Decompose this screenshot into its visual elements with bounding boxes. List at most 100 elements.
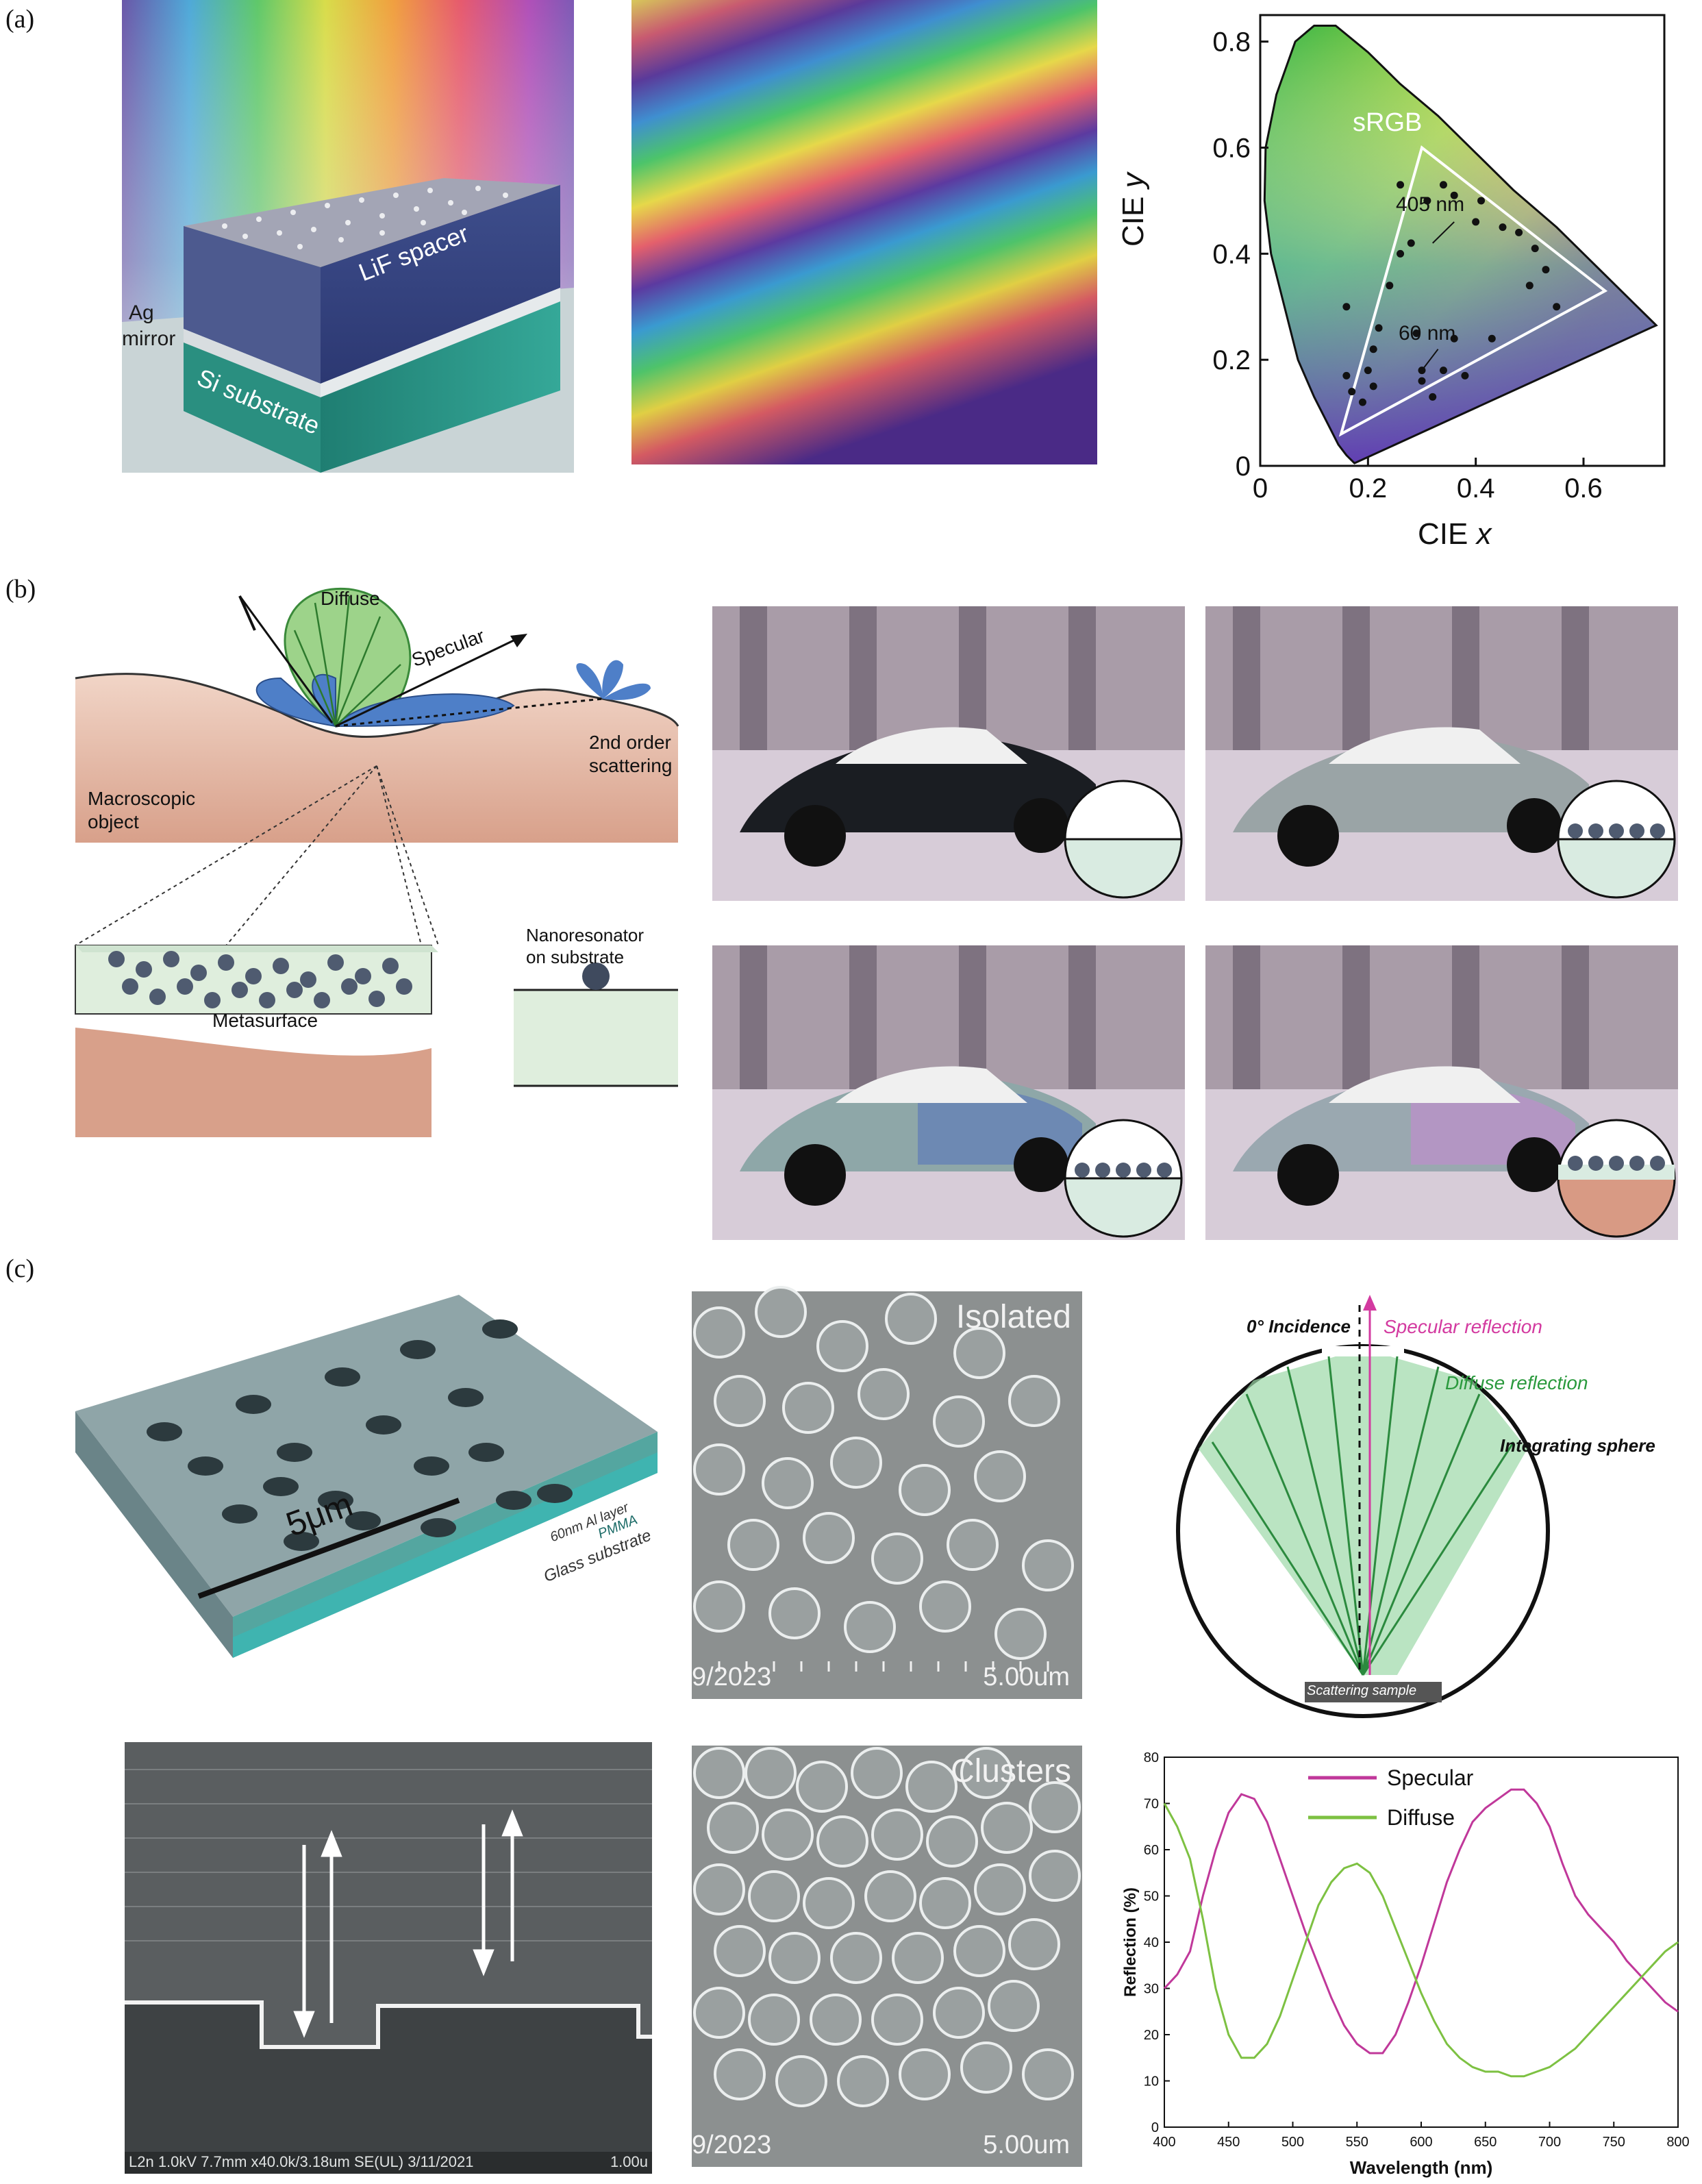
spectrum-x-tick-label: 500 (1281, 2135, 1304, 2150)
cie-ylabel-main: CIE (1116, 196, 1150, 247)
sem-clusters: Clusters 9/2023 5.00um (692, 1746, 1082, 2167)
sem-isolated: Isolated 9/2023 5.00um (692, 1286, 1082, 1699)
scattering-schematic: Diffuse Specular 2nd order scattering Ma… (75, 575, 692, 1137)
sem-clusters-date: 9/2023 (692, 2131, 772, 2159)
cie-y-tick-label: 0.6 (1212, 134, 1251, 164)
nanoresonator-label-line2: on substrate (526, 947, 625, 967)
cie-locus-shade (1264, 25, 1657, 464)
cie-data-point (1342, 371, 1351, 380)
cie-data-point (1472, 218, 1480, 226)
panel-label-b: (b) (5, 575, 36, 604)
diffuse-label: Diffuse (321, 588, 380, 609)
cie-locus-outline (1263, 24, 1658, 464)
spectrum-y-tick-label: 10 (1144, 2074, 1159, 2089)
cie-data-point (1369, 345, 1377, 353)
sem-isolated-scale: 5.00um (983, 1663, 1070, 1691)
cie-xlabel: CIE x (1418, 517, 1492, 551)
sem-cross-section: L2n 1.0kV 7.7mm x40.0k/3.18um SE(UL) 3/1… (125, 1742, 652, 2174)
cie-data-point (1515, 228, 1523, 236)
cie-x-tick-label: 0.4 (1457, 473, 1495, 504)
cie-data-point (1418, 377, 1426, 385)
cie-data-point (1358, 398, 1366, 406)
cie-data-point (1397, 249, 1405, 258)
hole-array-model: 5μm 60nm Al layer PMMA Glass substrate (75, 1295, 664, 1678)
cie-data-point (1450, 334, 1458, 343)
spectrum-y-tick-label: 80 (1144, 1750, 1159, 1765)
integrating-sphere-label: Integrating sphere (1500, 1435, 1655, 1456)
cie-data-point (1439, 181, 1447, 189)
cie-y-tick-label: 0.8 (1212, 27, 1251, 58)
metasurface-stack-render: LiF spacer Ag mirror Si substrate (122, 0, 574, 473)
cie-annotation-405nm: 405 nm (1396, 193, 1465, 216)
cie-data-point (1412, 329, 1421, 337)
cie-ylabel-var: y (1116, 173, 1150, 188)
ag-mirror-label-line2: mirror (122, 327, 176, 350)
cie-xlabel-main: CIE (1418, 517, 1468, 551)
incidence-label: 0° Incidence (1247, 1316, 1351, 1337)
macroscopic-object-label-line2: object (88, 811, 139, 832)
spectrum-y-axis-label: Reflection (%) (1121, 1887, 1140, 1997)
diffuse-reflection-label: Diffuse reflection (1445, 1372, 1588, 1393)
sem-cross-scale: 1.00u (610, 2153, 648, 2170)
sem-cross-footer: L2n 1.0kV 7.7mm x40.0k/3.18um SE(UL) 3/1… (129, 2153, 474, 2170)
cie-y-tick-label: 0 (1236, 451, 1251, 482)
spectrum-y-tick-label: 20 (1144, 2028, 1159, 2043)
car-render-bare-substrate (712, 606, 1185, 901)
spectrum-y-tick-label: 40 (1144, 1935, 1159, 1950)
spectrum-x-axis-label: Wavelength (nm) (1350, 2157, 1492, 2178)
cie-data-point (1477, 197, 1486, 205)
cie-data-point (1386, 282, 1394, 290)
spectrum-y-tick-label: 60 (1144, 1843, 1159, 1858)
specular-reflection-label: Specular reflection (1384, 1316, 1542, 1337)
spectrum-y-tick-label: 70 (1144, 1797, 1159, 1812)
cie-data-point (1439, 367, 1447, 375)
cie-data-point (1423, 197, 1431, 205)
cie-plot-frame (1259, 14, 1666, 467)
panel-label-c: (c) (5, 1254, 35, 1283)
cie-x-tick-label: 0.2 (1349, 473, 1388, 504)
cie-y-tick-label: 0.4 (1212, 239, 1251, 269)
spectrum-x-tick-label: 450 (1217, 2135, 1240, 2150)
spectrum-x-tick-label: 700 (1538, 2135, 1561, 2150)
sem-isolated-tag: Isolated (955, 1299, 1071, 1335)
cie-data-point (1461, 371, 1469, 380)
spectrum-x-tick-label: 600 (1410, 2135, 1432, 2150)
cie-data-point (1531, 245, 1539, 253)
cie-xlabel-var: x (1476, 517, 1492, 551)
annotation-405-arrow (1432, 221, 1455, 244)
macroscopic-object-label-line1: Macroscopic (88, 788, 196, 809)
metasurface-label: Metasurface (212, 1010, 318, 1031)
cie-data-point (1525, 282, 1534, 290)
sem-clusters-tag: Clusters (950, 1753, 1071, 1789)
second-order-label-line1: 2nd order (589, 732, 671, 753)
spectrum-y-tick-label: 0 (1151, 2120, 1159, 2135)
nanoresonator-label-line1: Nanoresonator (526, 925, 644, 945)
spectrum-y-tick-label: 30 (1144, 1982, 1159, 1997)
cie-data-point (1450, 191, 1458, 199)
second-order-label-line2: scattering (589, 755, 673, 776)
annotation-60-arrow (1421, 349, 1439, 371)
cie-x-tick-label: 0.6 (1564, 473, 1603, 504)
car-render-single-particles (1205, 606, 1678, 901)
cie-data-point (1407, 239, 1415, 247)
cie-data-point (1348, 388, 1356, 396)
spectrum-plot-frame (1164, 1757, 1679, 2128)
cie-data-point (1542, 266, 1550, 274)
legend-label-specular: Specular (1387, 1765, 1474, 1790)
cie-ylabel: CIE y (1116, 110, 1151, 247)
spectrum-x-tick-label: 800 (1666, 2135, 1689, 2150)
srgb-gamut-triangle (1338, 145, 1608, 437)
cie-data-point (1488, 334, 1496, 343)
panel-label-a: (a) (5, 5, 35, 34)
spectrum-x-tick-label: 650 (1474, 2135, 1497, 2150)
spectrum-y-tick-label: 50 (1144, 1889, 1159, 1904)
integrating-sphere-diagram: 0° Incidence Specular reflection Diffuse… (1157, 1291, 1678, 1723)
cie-data-point (1375, 324, 1383, 332)
cie-data-point (1553, 303, 1561, 311)
cie-x-tick-label: 0 (1253, 473, 1268, 504)
sem-clusters-scale: 5.00um (983, 2131, 1070, 2159)
cie-data-point (1499, 223, 1507, 232)
cie-annotation-60nm: 60 nm (1399, 322, 1456, 345)
